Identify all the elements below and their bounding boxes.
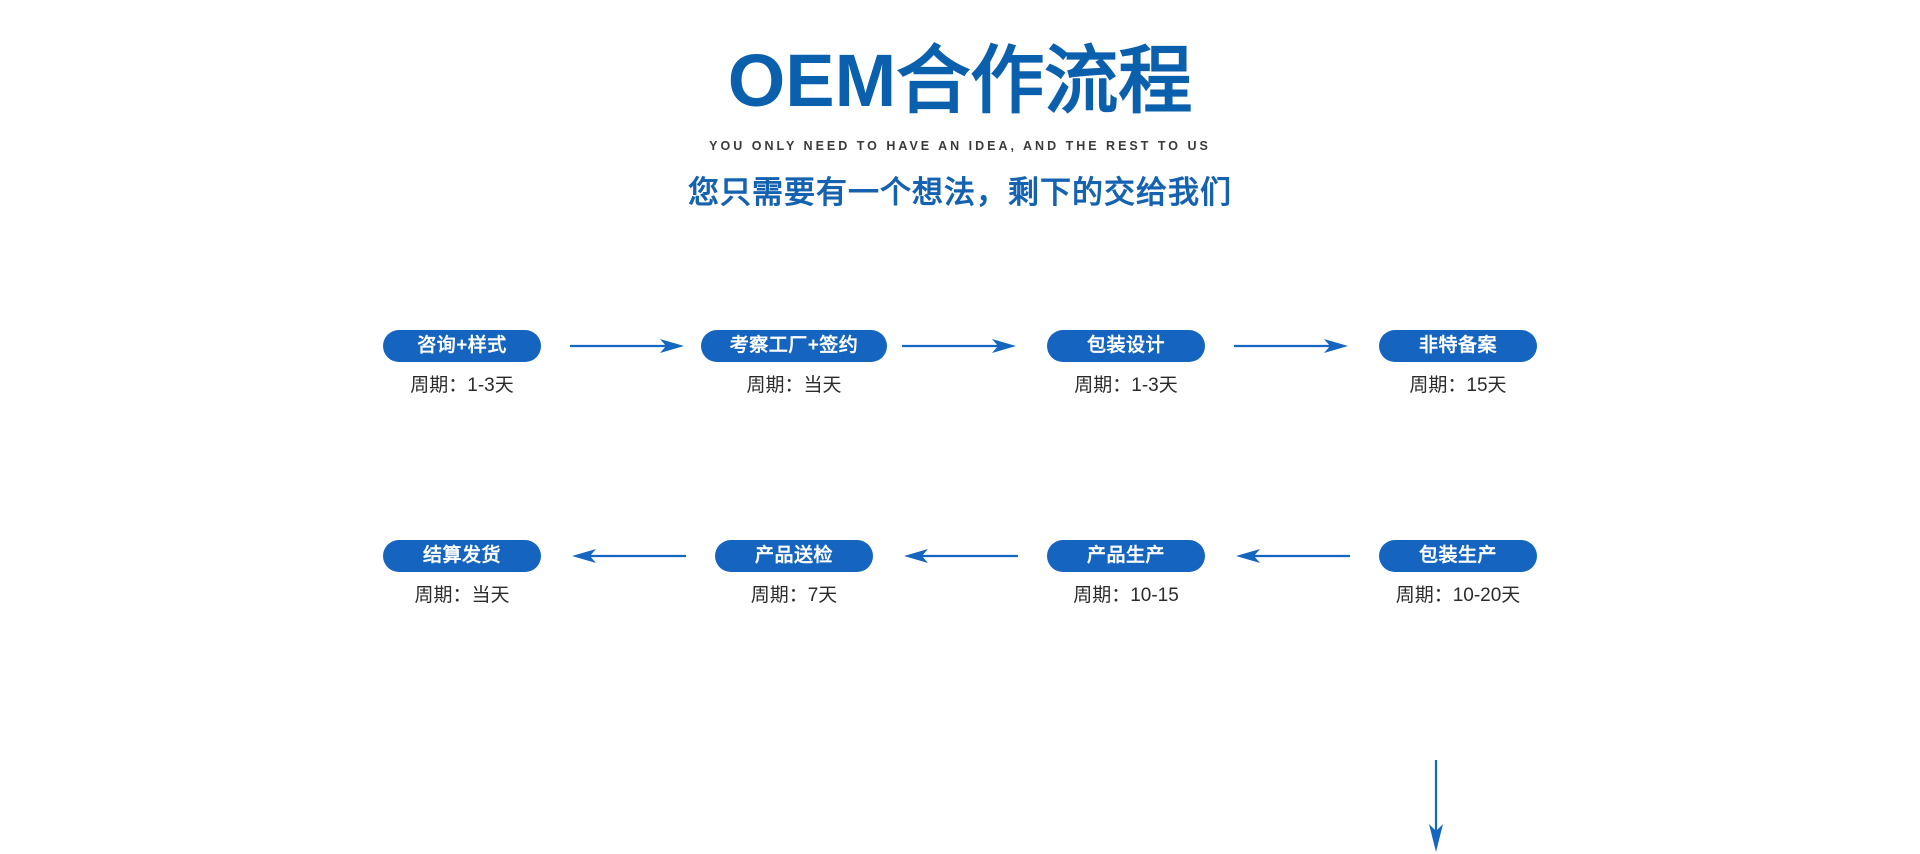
connector-1-left [560, 540, 696, 572]
flow-node-consultation-label[interactable]: 咨询+样式 [383, 330, 541, 362]
flow-node-package-manufacturing[interactable]: 包装生产 周期：10-20天 [1360, 540, 1556, 605]
subtitle-chinese: 您只需要有一个想法，剩下的交给我们 [688, 174, 1232, 210]
flow-node-factory-visit-label[interactable]: 考察工厂+签约 [701, 330, 887, 362]
flow-node-product-manufacturing[interactable]: 产品生产 周期：10-15 [1028, 540, 1224, 605]
flow-node-factory-visit[interactable]: 考察工厂+签约 周期：当天 [696, 330, 892, 395]
connector-3-right [1224, 330, 1360, 362]
flow-node-package-design-label[interactable]: 包装设计 [1047, 330, 1205, 362]
arrow-down-icon [1421, 758, 1481, 854]
connector-2-left [892, 540, 1028, 572]
flow-node-package-design-cycle: 周期：1-3天 [1074, 375, 1178, 396]
flow-node-non-special-filing-cycle: 周期：15天 [1409, 375, 1507, 396]
flow-node-package-manufacturing-label[interactable]: 包装生产 [1379, 540, 1537, 572]
connector-2-right [892, 330, 1028, 362]
flow-node-package-design[interactable]: 包装设计 周期：1-3天 [1028, 330, 1224, 395]
flow-row-2: 结算发货 周期：当天 产品送检 周期：7天 [0, 540, 1920, 605]
page-header: OEM合作流程 YOU ONLY NEED TO HAVE AN IDEA, A… [0, 0, 1920, 208]
subtitle-english: YOU ONLY NEED TO HAVE AN IDEA, AND THE R… [709, 139, 1211, 153]
page-title: OEM合作流程 [727, 39, 1193, 122]
flow-node-consultation-cycle: 周期：1-3天 [410, 375, 514, 396]
flow-node-non-special-filing[interactable]: 非特备案 周期：15天 [1360, 330, 1556, 395]
connector-vertical-down [1421, 758, 1481, 854]
flow-node-package-manufacturing-cycle: 周期：10-20天 [1395, 585, 1521, 606]
flow-node-non-special-filing-label[interactable]: 非特备案 [1379, 330, 1537, 362]
flow-node-product-inspection[interactable]: 产品送检 周期：7天 [696, 540, 892, 605]
flow-node-consultation[interactable]: 咨询+样式 周期：1-3天 [364, 330, 560, 395]
arrow-left-icon [1232, 545, 1352, 567]
flow-row-1: 咨询+样式 周期：1-3天 考察工厂+签约 周期：当天 [0, 330, 1920, 395]
flow-node-product-inspection-label[interactable]: 产品送检 [715, 540, 873, 572]
process-flow-diagram: 咨询+样式 周期：1-3天 考察工厂+签约 周期：当天 [0, 330, 1920, 852]
arrow-right-icon [900, 335, 1020, 357]
arrow-left-icon [900, 545, 1020, 567]
flow-node-settlement-shipping[interactable]: 结算发货 周期：当天 [364, 540, 560, 605]
flow-node-product-manufacturing-cycle: 周期：10-15 [1073, 585, 1179, 606]
arrow-left-icon [568, 545, 688, 567]
arrow-right-icon [568, 335, 688, 357]
connector-1-right [560, 330, 696, 362]
flow-node-settlement-shipping-cycle: 周期：当天 [414, 585, 510, 606]
flow-node-factory-visit-cycle: 周期：当天 [746, 375, 842, 396]
flow-node-product-manufacturing-label[interactable]: 产品生产 [1047, 540, 1205, 572]
connector-3-left [1224, 540, 1360, 572]
arrow-right-icon [1232, 335, 1352, 357]
flow-node-settlement-shipping-label[interactable]: 结算发货 [383, 540, 541, 572]
flow-node-product-inspection-cycle: 周期：7天 [750, 585, 838, 606]
